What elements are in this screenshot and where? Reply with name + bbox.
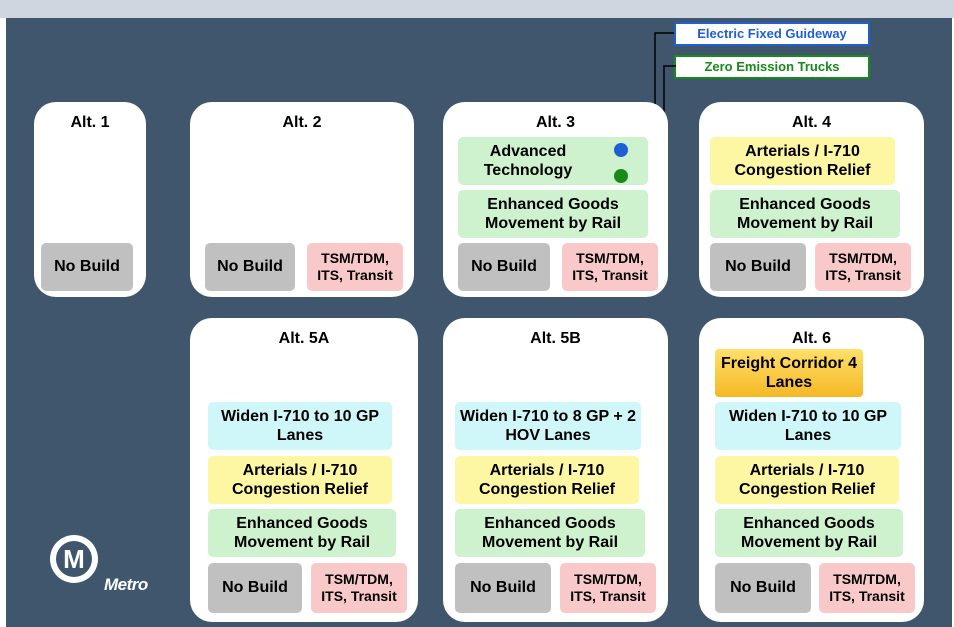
enhanced-goods-box: Enhanced Goods Movement by Rail xyxy=(208,509,396,557)
no-build-box: No Build xyxy=(715,563,811,613)
electric-fixed-guideway-dot xyxy=(614,143,628,157)
no-build-box: No Build xyxy=(41,243,133,291)
enhanced-goods-box: Enhanced Goods Movement by Rail xyxy=(455,509,645,557)
no-build-box: No Build xyxy=(205,243,295,291)
top-bar xyxy=(0,0,954,18)
no-build-box: No Build xyxy=(455,563,551,613)
tsm-tdm-box: TSM/TDM, ITS, Transit xyxy=(307,243,403,291)
alt-5b-title: Alt. 5B xyxy=(530,330,581,347)
advanced-technology-label: Advanced Technology xyxy=(483,142,573,179)
tsm-tdm-box: TSM/TDM, ITS, Transit xyxy=(562,243,658,291)
arterials-box: Arterials / I-710 Congestion Relief xyxy=(710,137,895,185)
metro-logo-text: Metro xyxy=(104,575,148,594)
tsm-tdm-box: TSM/TDM, ITS, Transit xyxy=(815,243,911,291)
tsm-tdm-box: TSM/TDM, ITS, Transit xyxy=(311,563,407,613)
arterials-box: Arterials / I-710 Congestion Relief xyxy=(455,456,639,504)
legend-zero-emission-trucks: Zero Emission Trucks xyxy=(674,55,870,79)
zero-emission-trucks-dot xyxy=(614,169,628,183)
widen-i710-box: Widen I-710 to 10 GP Lanes xyxy=(208,402,392,450)
legend-electric-fixed-guideway: Electric Fixed Guideway xyxy=(674,22,870,46)
alt-3-title: Alt. 3 xyxy=(535,114,576,131)
metro-logo-letter: M xyxy=(56,541,92,577)
enhanced-goods-box: Enhanced Goods Movement by Rail xyxy=(458,190,648,238)
tsm-tdm-box: TSM/TDM, ITS, Transit xyxy=(819,563,915,613)
arterials-box: Arterials / I-710 Congestion Relief xyxy=(208,456,392,504)
alt-1-title: Alt. 1 xyxy=(70,114,110,131)
alt-4-card: Alt. 4 Arterials / I-710 Congestion Reli… xyxy=(699,102,924,297)
no-build-box: No Build xyxy=(458,243,550,291)
widen-i710-box: Widen I-710 to 8 GP + 2 HOV Lanes xyxy=(455,402,641,450)
alt-6-title: Alt. 6 xyxy=(791,330,832,347)
alt-1-card: Alt. 1 No Build xyxy=(34,102,146,297)
alt-5b-card: Alt. 5B Widen I-710 to 8 GP + 2 HOV Lane… xyxy=(443,318,668,622)
enhanced-goods-box: Enhanced Goods Movement by Rail xyxy=(715,509,903,557)
alt-2-title: Alt. 2 xyxy=(282,114,322,131)
alt-3-card: Alt. 3 Advanced Technology Enhanced Good… xyxy=(443,102,668,297)
alt-4-title: Alt. 4 xyxy=(791,114,832,131)
arterials-box: Arterials / I-710 Congestion Relief xyxy=(715,456,899,504)
no-build-box: No Build xyxy=(710,243,806,291)
alt-5a-card: Alt. 5A Widen I-710 to 10 GP Lanes Arter… xyxy=(190,318,418,622)
widen-i710-box: Widen I-710 to 10 GP Lanes xyxy=(715,402,901,450)
metro-logo-icon: M xyxy=(50,535,98,583)
alt-6-card: Alt. 6 Freight Corridor 4 Lanes Widen I-… xyxy=(699,318,924,622)
enhanced-goods-box: Enhanced Goods Movement by Rail xyxy=(710,190,900,238)
tsm-tdm-box: TSM/TDM, ITS, Transit xyxy=(560,563,656,613)
no-build-box: No Build xyxy=(208,563,302,613)
alt-5a-title: Alt. 5A xyxy=(278,330,330,347)
freight-corridor-box: Freight Corridor 4 Lanes xyxy=(715,349,863,397)
alt-2-card: Alt. 2 No Build TSM/TDM, ITS, Transit xyxy=(190,102,414,297)
